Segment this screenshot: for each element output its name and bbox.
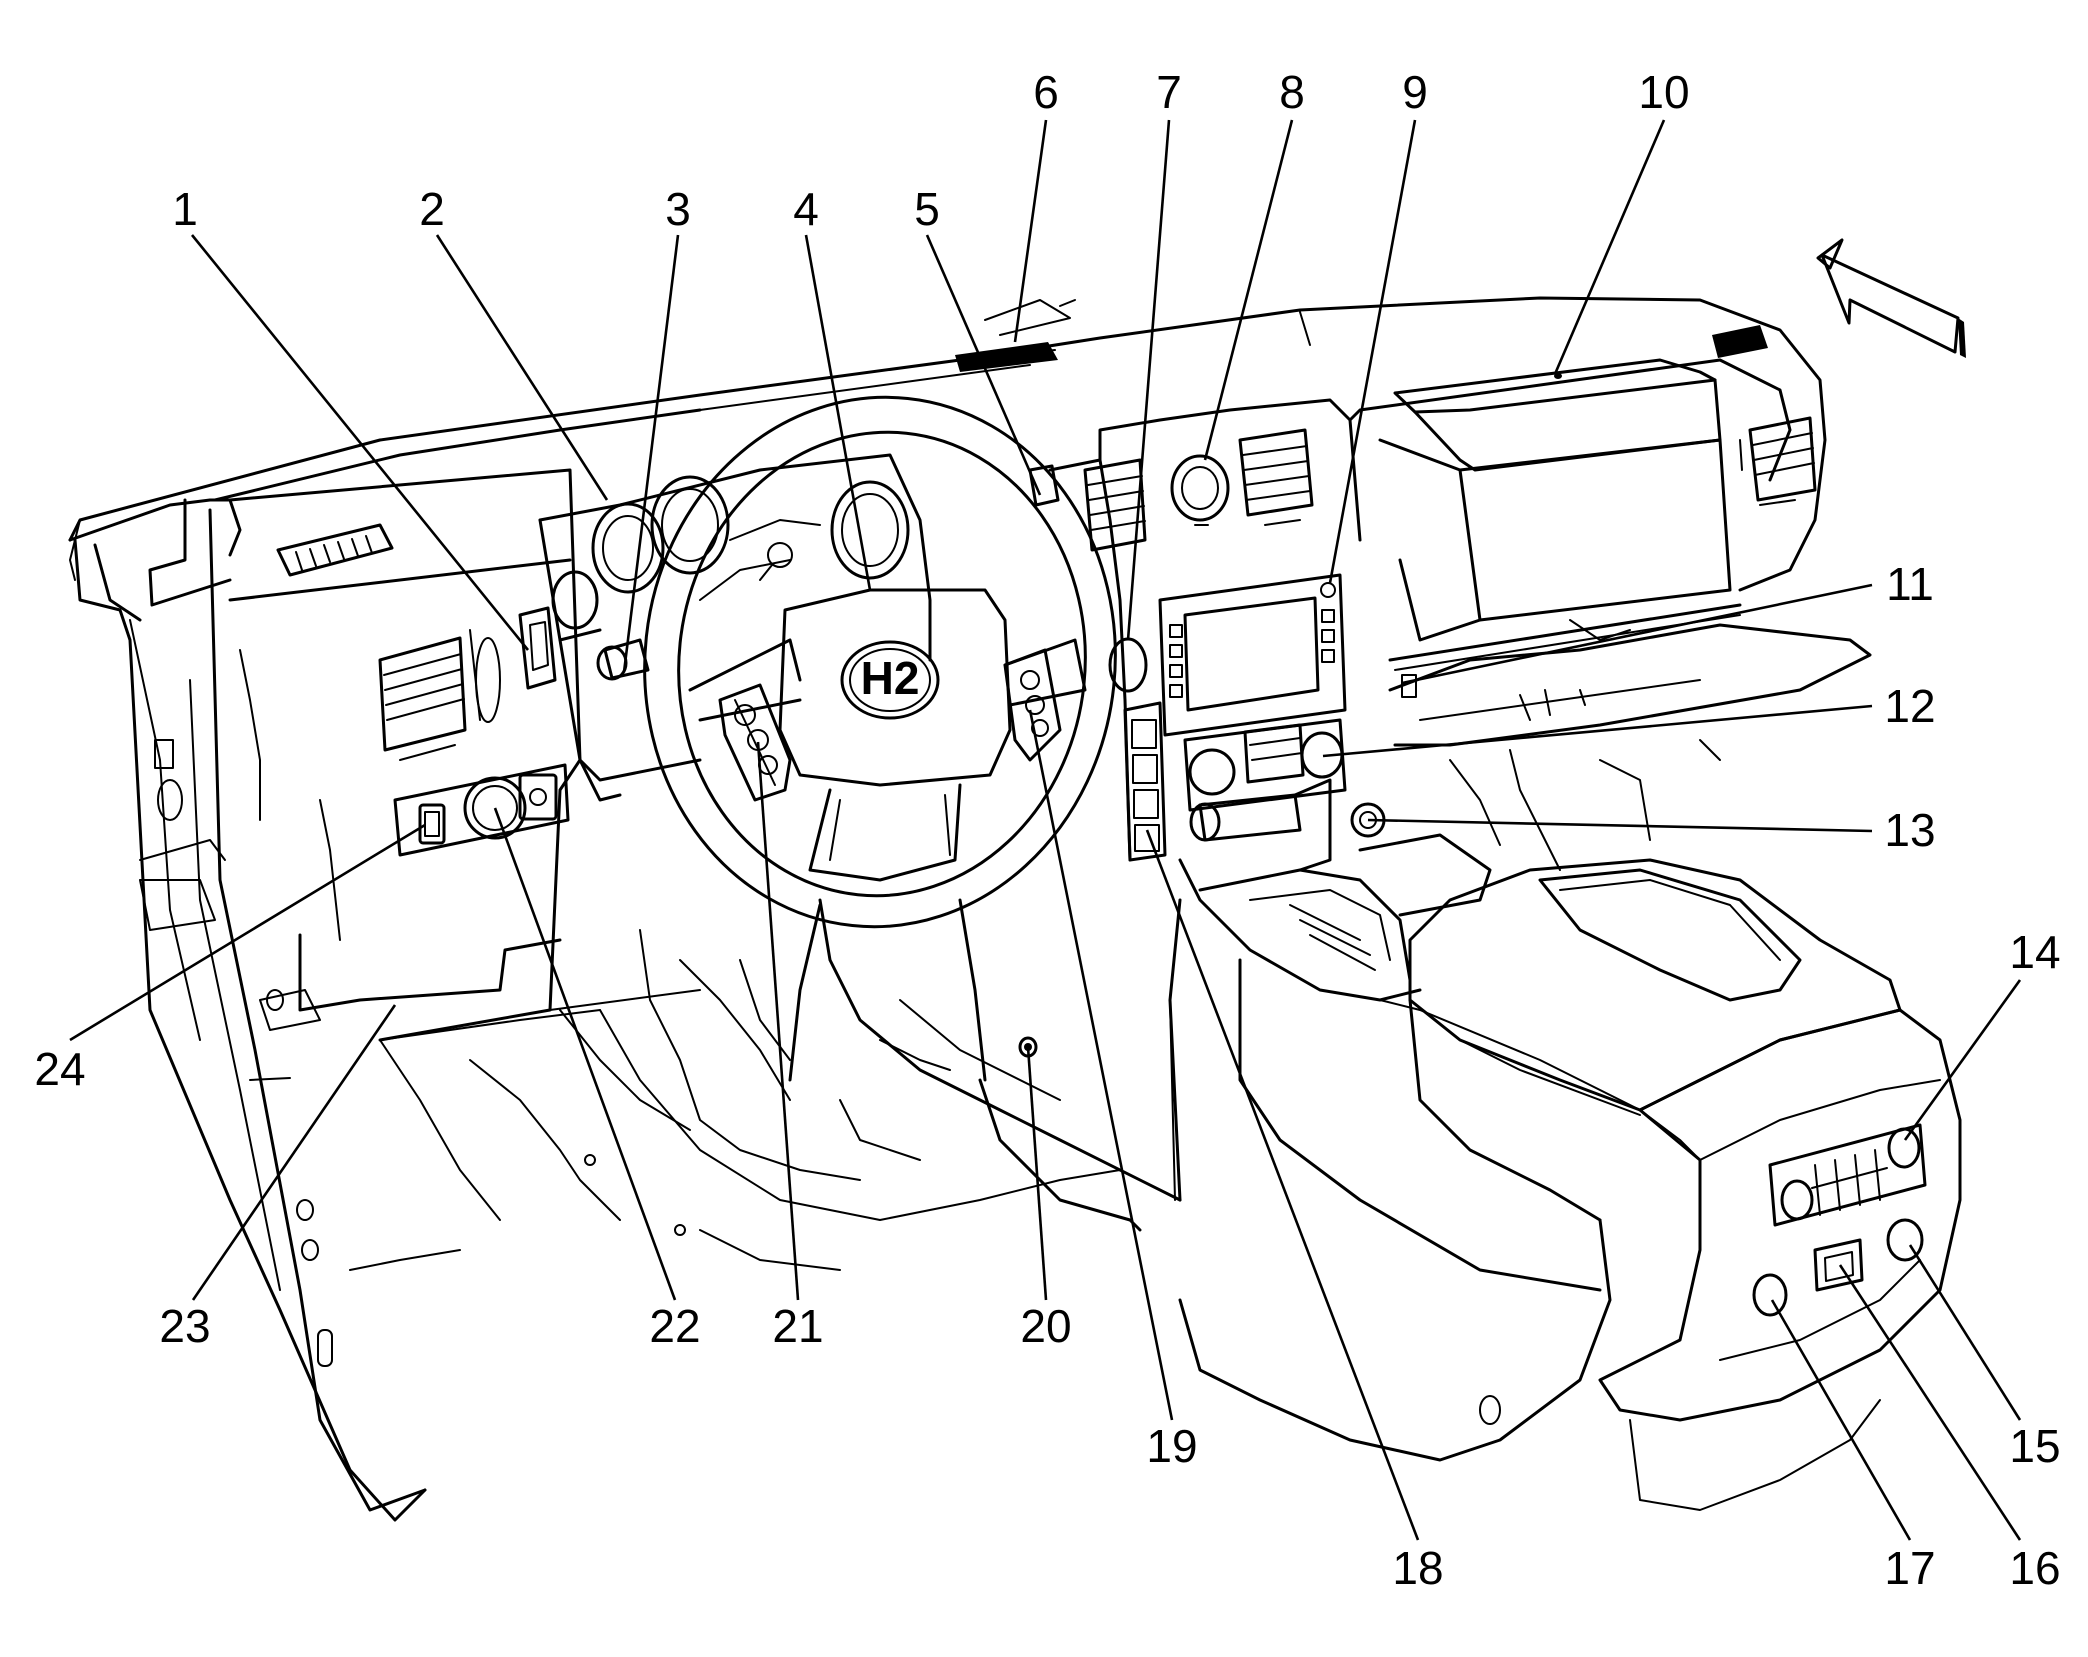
callout-11: 11	[1886, 558, 1934, 610]
callout-21: 21	[772, 1300, 823, 1352]
shifter	[1189, 778, 1332, 872]
leader-13	[1367, 818, 1873, 833]
instrument-panel-right	[1348, 325, 1872, 871]
item-10-storage-compartment	[1393, 358, 1722, 472]
item-8-knob	[1170, 454, 1230, 526]
item-14-rear-climate-control	[1768, 1123, 1927, 1227]
callout-9: 9	[1402, 66, 1428, 118]
callout-8: 8	[1279, 66, 1305, 118]
dimmer-switch	[518, 773, 558, 821]
leader-22	[493, 807, 677, 1301]
item-15-rear-knob	[1886, 1218, 1924, 1262]
item-21-steering-wheel-controls-left	[718, 683, 792, 802]
instrument-panel-upper	[68, 296, 1827, 592]
leader-12	[1322, 704, 1873, 758]
floor-console	[1168, 833, 1962, 1511]
callout-18: 18	[1392, 1542, 1443, 1594]
armrest	[1408, 858, 1902, 1116]
leader-17	[1770, 1299, 1912, 1541]
center-stack	[1048, 398, 1386, 872]
leader-lines	[69, 119, 2022, 1541]
radio-navigation	[1158, 573, 1347, 737]
callout-16: 16	[2009, 1542, 2060, 1594]
leader-8	[1203, 119, 1294, 461]
leader-19	[1028, 709, 1174, 1421]
callout-2: 2	[419, 183, 445, 235]
item-16-power-outlet	[1813, 1238, 1864, 1292]
item-19-steering-wheel-controls-right	[1003, 648, 1062, 762]
callout-22: 22	[649, 1300, 700, 1352]
callout-20: 20	[1020, 1300, 1071, 1352]
item-17-rear-knob	[1752, 1273, 1788, 1317]
item-22-headlamp-knob	[463, 776, 527, 840]
headlamp-switch-area	[393, 763, 570, 857]
leader-21	[756, 741, 800, 1301]
leader-11	[1401, 583, 1873, 685]
console-rear-panel	[1598, 1008, 1962, 1511]
a-pillar	[68, 498, 427, 1522]
callout-19: 19	[1146, 1420, 1197, 1472]
center-vent-right	[1238, 428, 1314, 526]
leader-14	[1903, 979, 2022, 1141]
leader-2	[435, 234, 609, 501]
item-12-hvac-controls	[1183, 718, 1347, 812]
leader-10	[1553, 119, 1666, 375]
console-hole	[1479, 1395, 1501, 1425]
knee-bolster-and-floor	[349, 898, 1182, 1271]
center-vent-left	[1083, 458, 1147, 552]
instrument-cluster	[538, 453, 932, 802]
callout-15: 15	[2009, 1420, 2060, 1472]
item-1-switch	[518, 606, 557, 690]
callout-6: 6	[1033, 66, 1059, 118]
leader-9	[1328, 119, 1417, 584]
front-direction-arrow-icon	[1816, 238, 1966, 358]
item-5-switch	[1028, 464, 1060, 507]
callout-numbers: 1 2 3 4 5 6 7 8 9 10 11 12 13 14 15 16 1…	[34, 66, 2060, 1594]
leader-6	[1013, 119, 1048, 343]
callout-10: 10	[1638, 66, 1689, 118]
right-vent	[1748, 416, 1817, 506]
leader-18	[1145, 829, 1420, 1541]
item-18-switch-bank	[1123, 701, 1167, 862]
callout-1: 1	[172, 183, 198, 235]
leader-3	[622, 234, 680, 673]
left-vent	[378, 636, 467, 761]
callout-5: 5	[914, 183, 940, 235]
right-outer-vent	[1712, 325, 1768, 358]
item-4-airbag-module: H2	[778, 588, 1012, 787]
leader-20	[1026, 1046, 1048, 1301]
leader-4	[804, 234, 872, 591]
item-3-turn-signal-stalk	[596, 638, 650, 681]
left-outer-vent	[276, 523, 394, 577]
leader-16	[1838, 1264, 2022, 1541]
leader-7	[1126, 119, 1171, 641]
leader-5	[925, 234, 1042, 496]
callout-23: 23	[159, 1300, 210, 1352]
leader-23	[191, 1004, 397, 1301]
callout-3: 3	[665, 183, 691, 235]
callout-17: 17	[1884, 1542, 1935, 1594]
leader-1	[190, 234, 530, 651]
hummer-logo: H2	[861, 652, 920, 704]
callout-13: 13	[1884, 804, 1935, 856]
steering-wheel: H2	[643, 395, 1117, 1082]
callout-24: 24	[34, 1043, 85, 1095]
glove-box	[1378, 438, 1742, 698]
callout-12: 12	[1884, 680, 1935, 732]
callout-7: 7	[1156, 66, 1182, 118]
instrument-panel-left	[228, 468, 702, 1042]
leader-15	[1908, 1244, 2022, 1421]
leader-24	[69, 823, 426, 1042]
callout-4: 4	[793, 183, 819, 235]
item-24-switch	[418, 803, 446, 845]
callout-14: 14	[2009, 926, 2060, 978]
